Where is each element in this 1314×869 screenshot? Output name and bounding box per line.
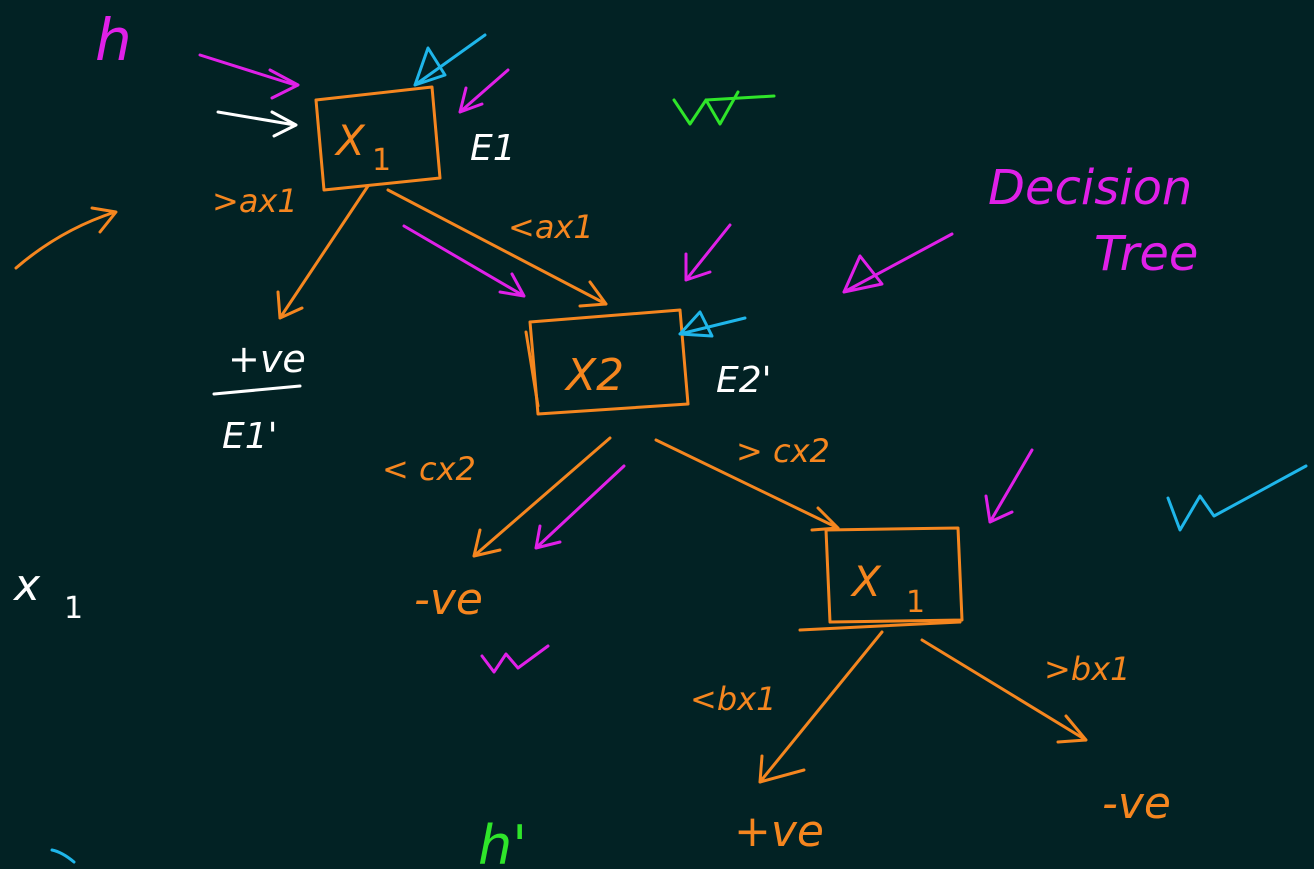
- magenta-arrow-mid-top: [684, 223, 732, 282]
- leaf1-divider: [212, 384, 302, 396]
- magenta-arrow-right-node: [984, 448, 1034, 524]
- leaf1-label: +ve: [228, 337, 306, 381]
- edge-mid-left: [472, 436, 612, 558]
- right-node-var: X: [850, 557, 882, 606]
- right-node: X 1: [798, 526, 964, 632]
- root-node-sub: 1: [372, 143, 391, 178]
- edge-right-left: [758, 630, 884, 784]
- white-arrow-to-root: [216, 110, 298, 138]
- edge-mid-right-label: > cx2: [736, 432, 830, 470]
- title-line2: Tree: [1094, 226, 1198, 282]
- edge-right-right-label: >bx1: [1044, 650, 1130, 688]
- mid-error: E2': [716, 360, 772, 401]
- magenta-arrow-mid-left: [534, 464, 626, 550]
- cyan-check-mark: [1166, 464, 1308, 532]
- magenta-arrow-to-root: [198, 53, 300, 100]
- orange-arrow-left: [14, 206, 118, 270]
- leaf2-label: -ve: [414, 574, 483, 625]
- cyan-arrow-to-root: [413, 33, 487, 87]
- edge-right-left-label: <bx1: [690, 680, 776, 718]
- mid-node-var: X2: [564, 350, 624, 401]
- magenta-check-mark: [480, 644, 550, 674]
- magenta-arrow-along-edge: [402, 224, 526, 298]
- edge-root-right-label: <ax1: [508, 208, 594, 246]
- title-line1: Decision: [988, 160, 1192, 216]
- root-node-var: X: [334, 116, 366, 165]
- cyan-arrow-to-mid: [678, 310, 747, 338]
- right-node-sub: 1: [906, 585, 925, 620]
- edge-root-left: [276, 184, 370, 320]
- leaf4-label: -ve: [1102, 778, 1171, 829]
- title-pointer-arrow: [842, 232, 954, 294]
- h-prime-label: h': [478, 814, 527, 869]
- partial-x1-sub: 1: [64, 591, 83, 626]
- edge-root-left-label: >ax1: [212, 182, 298, 220]
- mid-node: X2: [524, 308, 690, 416]
- green-check-mark: [672, 90, 776, 126]
- leaf3-label: +ve: [734, 806, 824, 857]
- edge-right-right: [920, 638, 1088, 744]
- leaf1-error: E1': [222, 416, 278, 457]
- partial-x1: x: [12, 560, 41, 611]
- edge-mid-right: [654, 438, 840, 532]
- root-node: X 1: [314, 85, 442, 192]
- magenta-arrow-root-side: [458, 68, 510, 114]
- edge-mid-left-label: < cx2: [382, 450, 476, 488]
- root-error: E1: [470, 128, 516, 169]
- edge-root-right: [386, 188, 608, 308]
- cyan-mark-bottom-left: [50, 848, 76, 864]
- h-label: h: [95, 6, 132, 74]
